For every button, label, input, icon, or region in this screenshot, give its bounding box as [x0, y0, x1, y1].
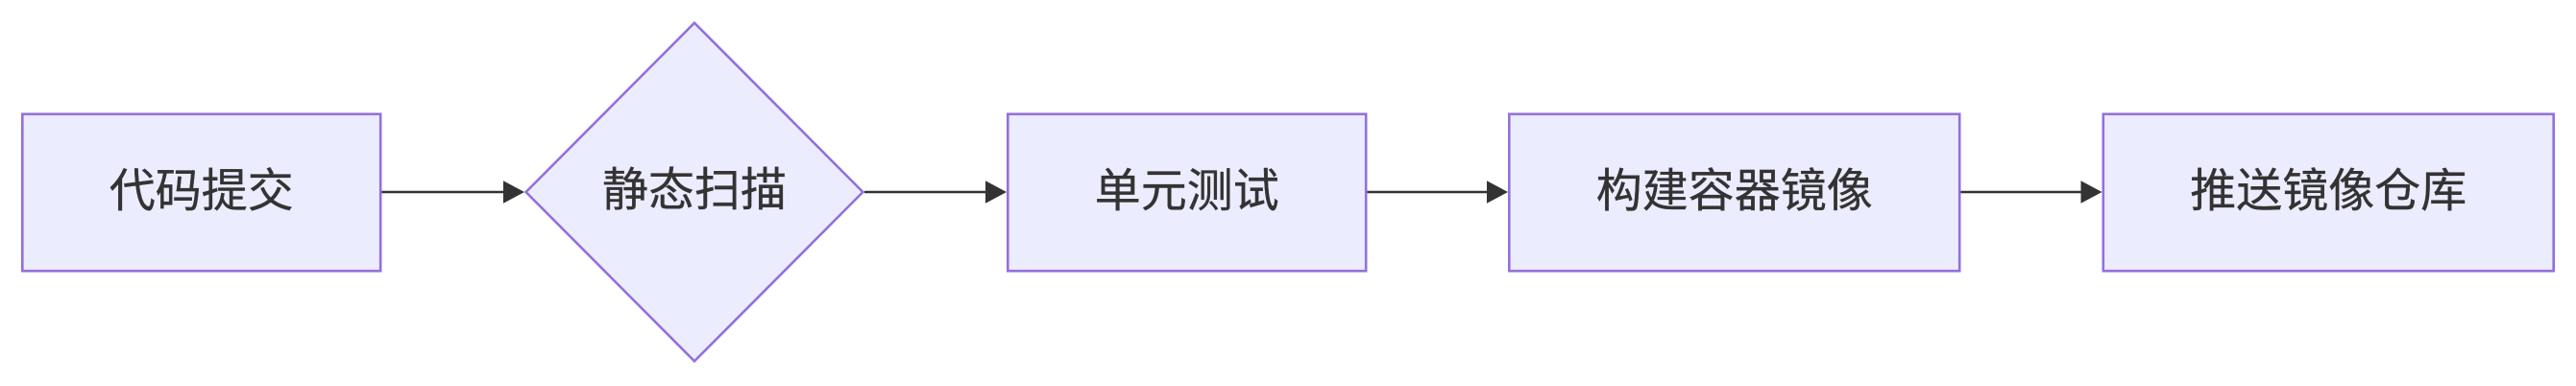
node-static-scan-label: 静态扫描 [601, 165, 787, 216]
node-static-scan-shape [523, 20, 865, 364]
edge-build-image-to-push-registry [1960, 181, 2102, 204]
arrowhead-icon [503, 181, 524, 204]
node-code-commit-label: 代码提交 [109, 165, 294, 217]
edge-code-commit-to-static-scan [381, 181, 524, 204]
node-push-registry-label: 推送镜像仓库 [2190, 165, 2467, 217]
node-build-image-label: 构建容器镜像 [1595, 165, 1873, 217]
arrowhead-icon [2080, 181, 2102, 204]
node-code-commit-shape [20, 112, 382, 273]
node-unit-test-label: 单元测试 [1094, 165, 1279, 217]
node-unit-test-shape [1007, 112, 1368, 273]
arrowhead-icon [985, 181, 1007, 204]
arrowhead-icon [1487, 181, 1508, 204]
edge-unit-test-to-build-image [1367, 181, 1508, 204]
node-build-image-shape [1508, 112, 1961, 273]
edge-static-scan-to-unit-test [864, 181, 1007, 204]
node-push-registry-shape [2102, 112, 2556, 273]
